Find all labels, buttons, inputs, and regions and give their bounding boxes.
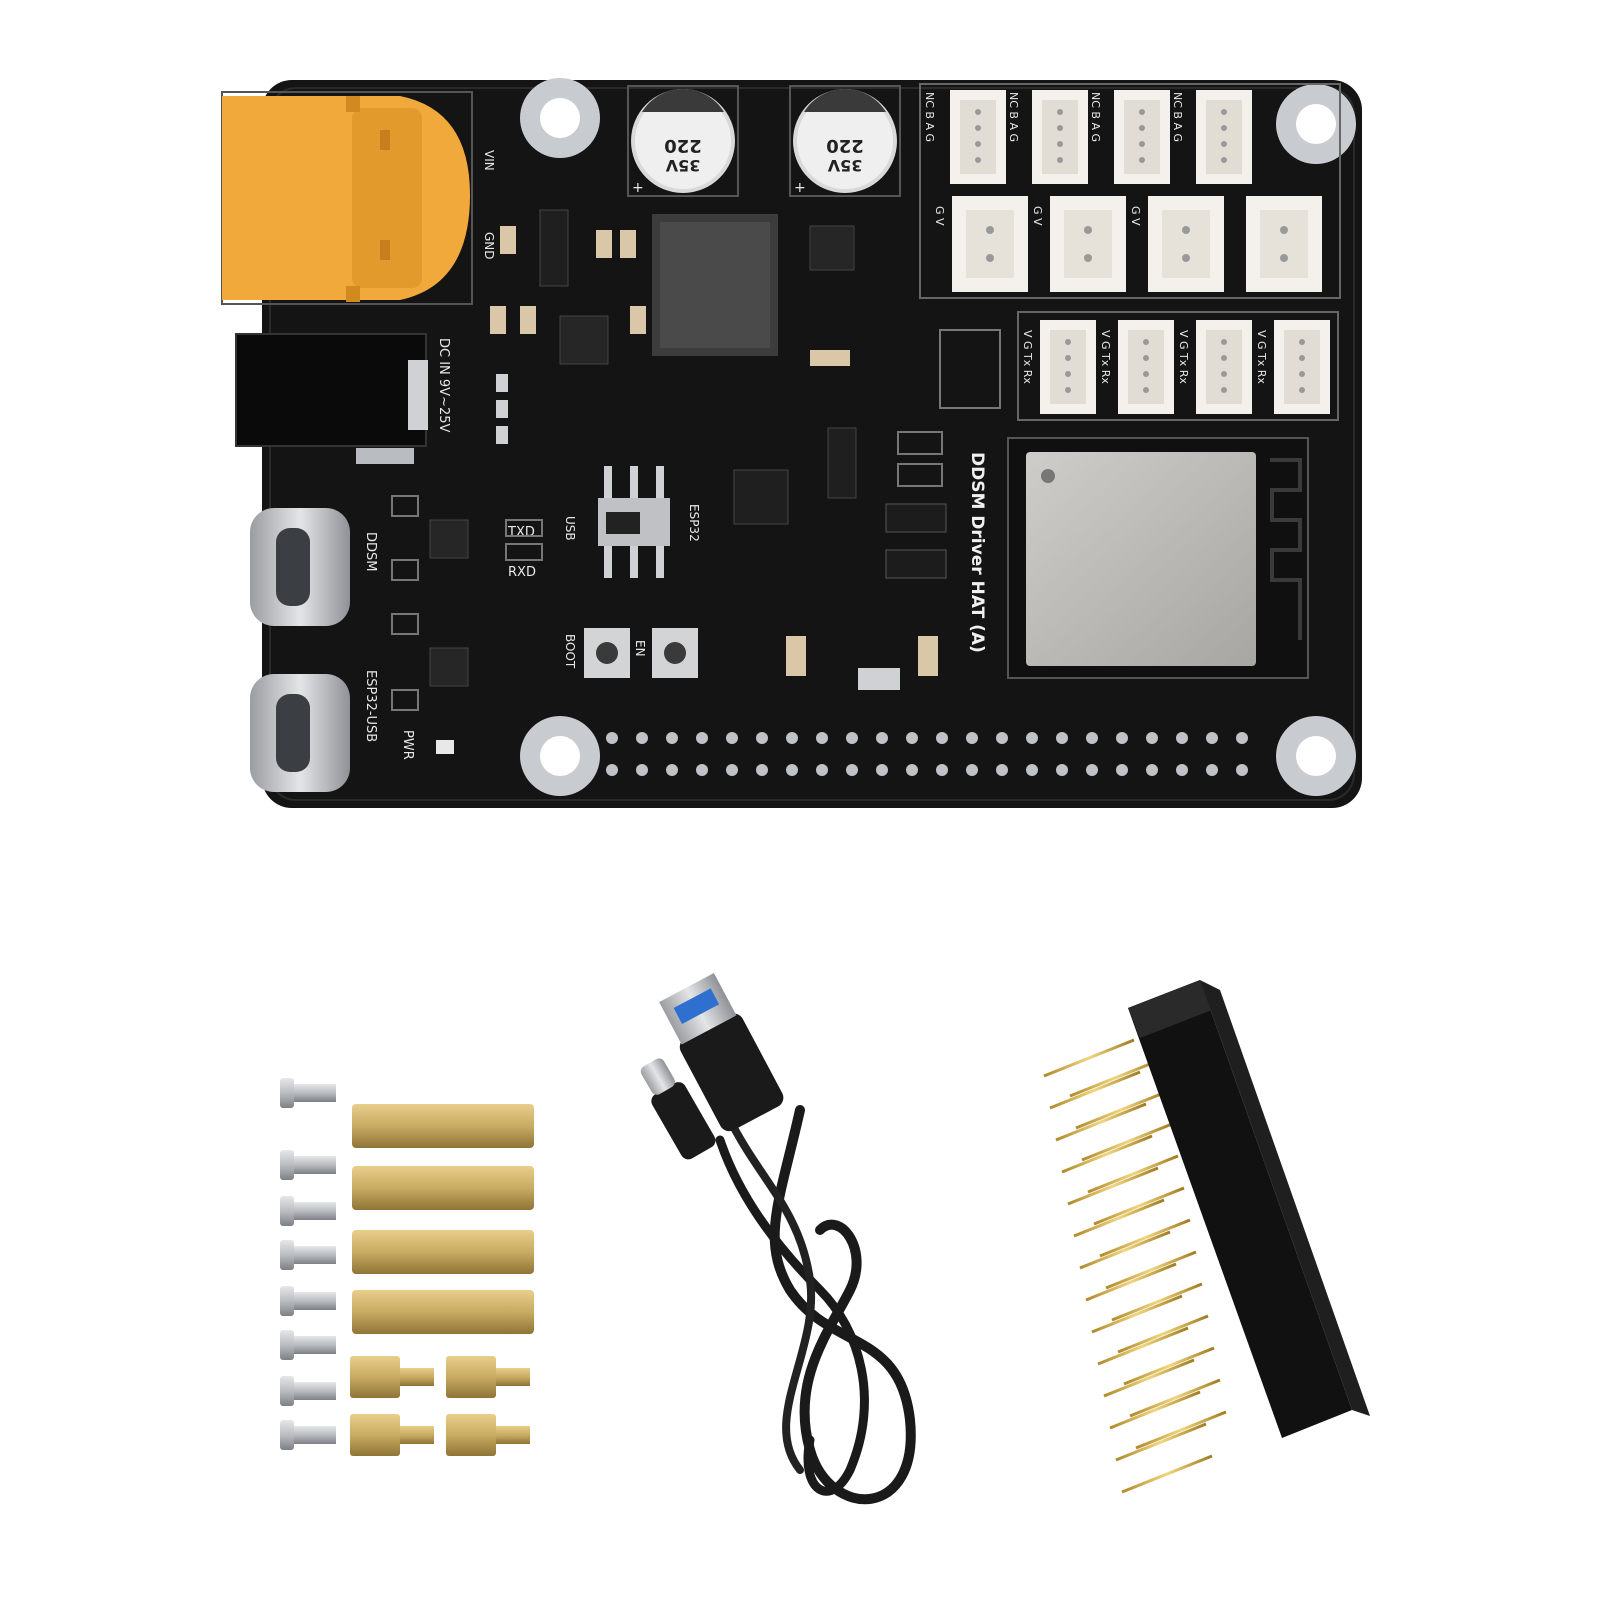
ic-chip — [809, 225, 855, 271]
connector-pin-label: V G Tx Rx — [1021, 330, 1034, 384]
power-connector — [1246, 196, 1322, 292]
svg-text:+: + — [794, 180, 806, 196]
ic-chip — [429, 647, 469, 687]
ic-chip — [429, 519, 469, 559]
screw — [280, 1376, 336, 1406]
uart-connector — [1196, 320, 1252, 414]
long-standoff — [352, 1230, 534, 1274]
capacitor: 220 35V + — [627, 85, 739, 197]
short-standoff — [446, 1414, 530, 1456]
stacking-header — [1043, 980, 1370, 1494]
inductor — [652, 214, 778, 356]
long-standoff — [352, 1104, 534, 1148]
en-button — [652, 628, 698, 678]
svg-text:+: + — [632, 180, 644, 196]
usb-cable — [640, 973, 916, 1505]
connector-row-bottom: V G Tx Rx V G Tx Rx V G Tx Rx V G Tx Rx — [1021, 320, 1330, 414]
usb-c-plug — [640, 1058, 716, 1160]
power-connector — [952, 196, 1028, 292]
silk-dc-in: DC IN 9V~25V — [436, 338, 451, 433]
boot-button — [584, 628, 630, 678]
screw — [280, 1330, 336, 1360]
connector-row-middle: G V G V G V — [933, 196, 1322, 292]
connector-pin-label: NC B A G — [923, 92, 936, 142]
header-pins — [1043, 1038, 1227, 1494]
short-standoff — [350, 1414, 434, 1456]
svg-text:NC B A G: NC B A G — [1089, 92, 1102, 142]
svg-text:V G Tx Rx: V G Tx Rx — [1099, 330, 1112, 384]
smd-components — [436, 374, 900, 754]
svg-text:35V: 35V — [665, 156, 700, 175]
capacitor-label: 220 — [664, 135, 702, 156]
smd-components — [391, 329, 1001, 711]
silk-gnd: GND — [482, 232, 496, 260]
screw — [280, 1150, 336, 1180]
mounting-hole — [520, 716, 600, 796]
silk-usb: USB — [563, 516, 577, 541]
uart-connector — [1040, 320, 1096, 414]
svg-text:220: 220 — [826, 135, 864, 156]
connector-pin-label: G V — [933, 206, 946, 226]
ic-chip — [885, 549, 947, 579]
screw — [280, 1240, 336, 1270]
usb-c-port-esp32 — [250, 674, 350, 792]
uart-connector — [1118, 320, 1174, 414]
screws — [280, 1078, 336, 1450]
silk-esp32-usb: ESP32-USB — [363, 670, 378, 742]
connector-row-top: NC B A G NC B A G NC B A G NC B A G — [923, 90, 1252, 184]
servo-connector — [950, 90, 1006, 184]
servo-connector — [1196, 90, 1252, 184]
esp32-module — [1007, 437, 1309, 679]
svg-text:V G Tx Rx: V G Tx Rx — [1255, 330, 1268, 384]
svg-text:V G Tx Rx: V G Tx Rx — [1177, 330, 1190, 384]
dc-barrel-jack — [235, 333, 428, 464]
xt60-connector — [221, 91, 473, 305]
svg-text:NC B A G: NC B A G — [1171, 92, 1184, 142]
screw — [280, 1196, 336, 1226]
smd-components — [490, 226, 938, 676]
short-standoff — [446, 1356, 530, 1398]
silk-ddsm: DDSM — [363, 532, 378, 572]
silk-en: EN — [633, 640, 647, 657]
usb-a-plug — [659, 973, 784, 1132]
mounting-hole — [1276, 716, 1356, 796]
usb-c-port-ddsm — [250, 508, 350, 626]
svg-text:G V: G V — [1129, 206, 1142, 226]
silk-pwr: PWR — [400, 730, 415, 760]
ic-chip — [733, 469, 789, 525]
silk-vin: VIN — [482, 150, 496, 171]
mounting-hole — [520, 78, 600, 158]
long-standoff — [352, 1166, 534, 1210]
ic-chip — [559, 315, 609, 365]
svg-text:NC B A G: NC B A G — [1007, 92, 1020, 142]
slide-switch — [598, 466, 670, 578]
ic-chip — [827, 427, 857, 499]
silk-txd: TXD — [507, 525, 535, 540]
uart-connector — [1274, 320, 1330, 414]
power-connector — [1148, 196, 1224, 292]
silk-boot: BOOT — [563, 634, 577, 669]
long-standoff — [352, 1290, 534, 1334]
pcb-board: 220 35V + 220 35V + VIN GND DC IN 9V~25V… — [221, 78, 1362, 808]
servo-connector — [1032, 90, 1088, 184]
gpio-header-holes — [606, 732, 1248, 776]
screw — [280, 1420, 336, 1450]
screw — [280, 1286, 336, 1316]
board-name-label: DDSM Driver HAT (A) — [967, 452, 987, 653]
capacitor: 220 35V + — [789, 85, 901, 197]
standoffs — [350, 1104, 534, 1456]
ic-chip — [539, 209, 569, 287]
silk-esp32: ESP32 — [687, 504, 701, 542]
mounting-hole — [1276, 84, 1356, 164]
svg-text:35V: 35V — [827, 156, 862, 175]
screw — [280, 1078, 336, 1108]
svg-text:G V: G V — [1031, 206, 1044, 226]
power-connector — [1050, 196, 1126, 292]
silk-rxd: RXD — [508, 565, 536, 580]
short-standoff — [350, 1356, 434, 1398]
ic-chip — [885, 503, 947, 533]
servo-connector — [1114, 90, 1170, 184]
